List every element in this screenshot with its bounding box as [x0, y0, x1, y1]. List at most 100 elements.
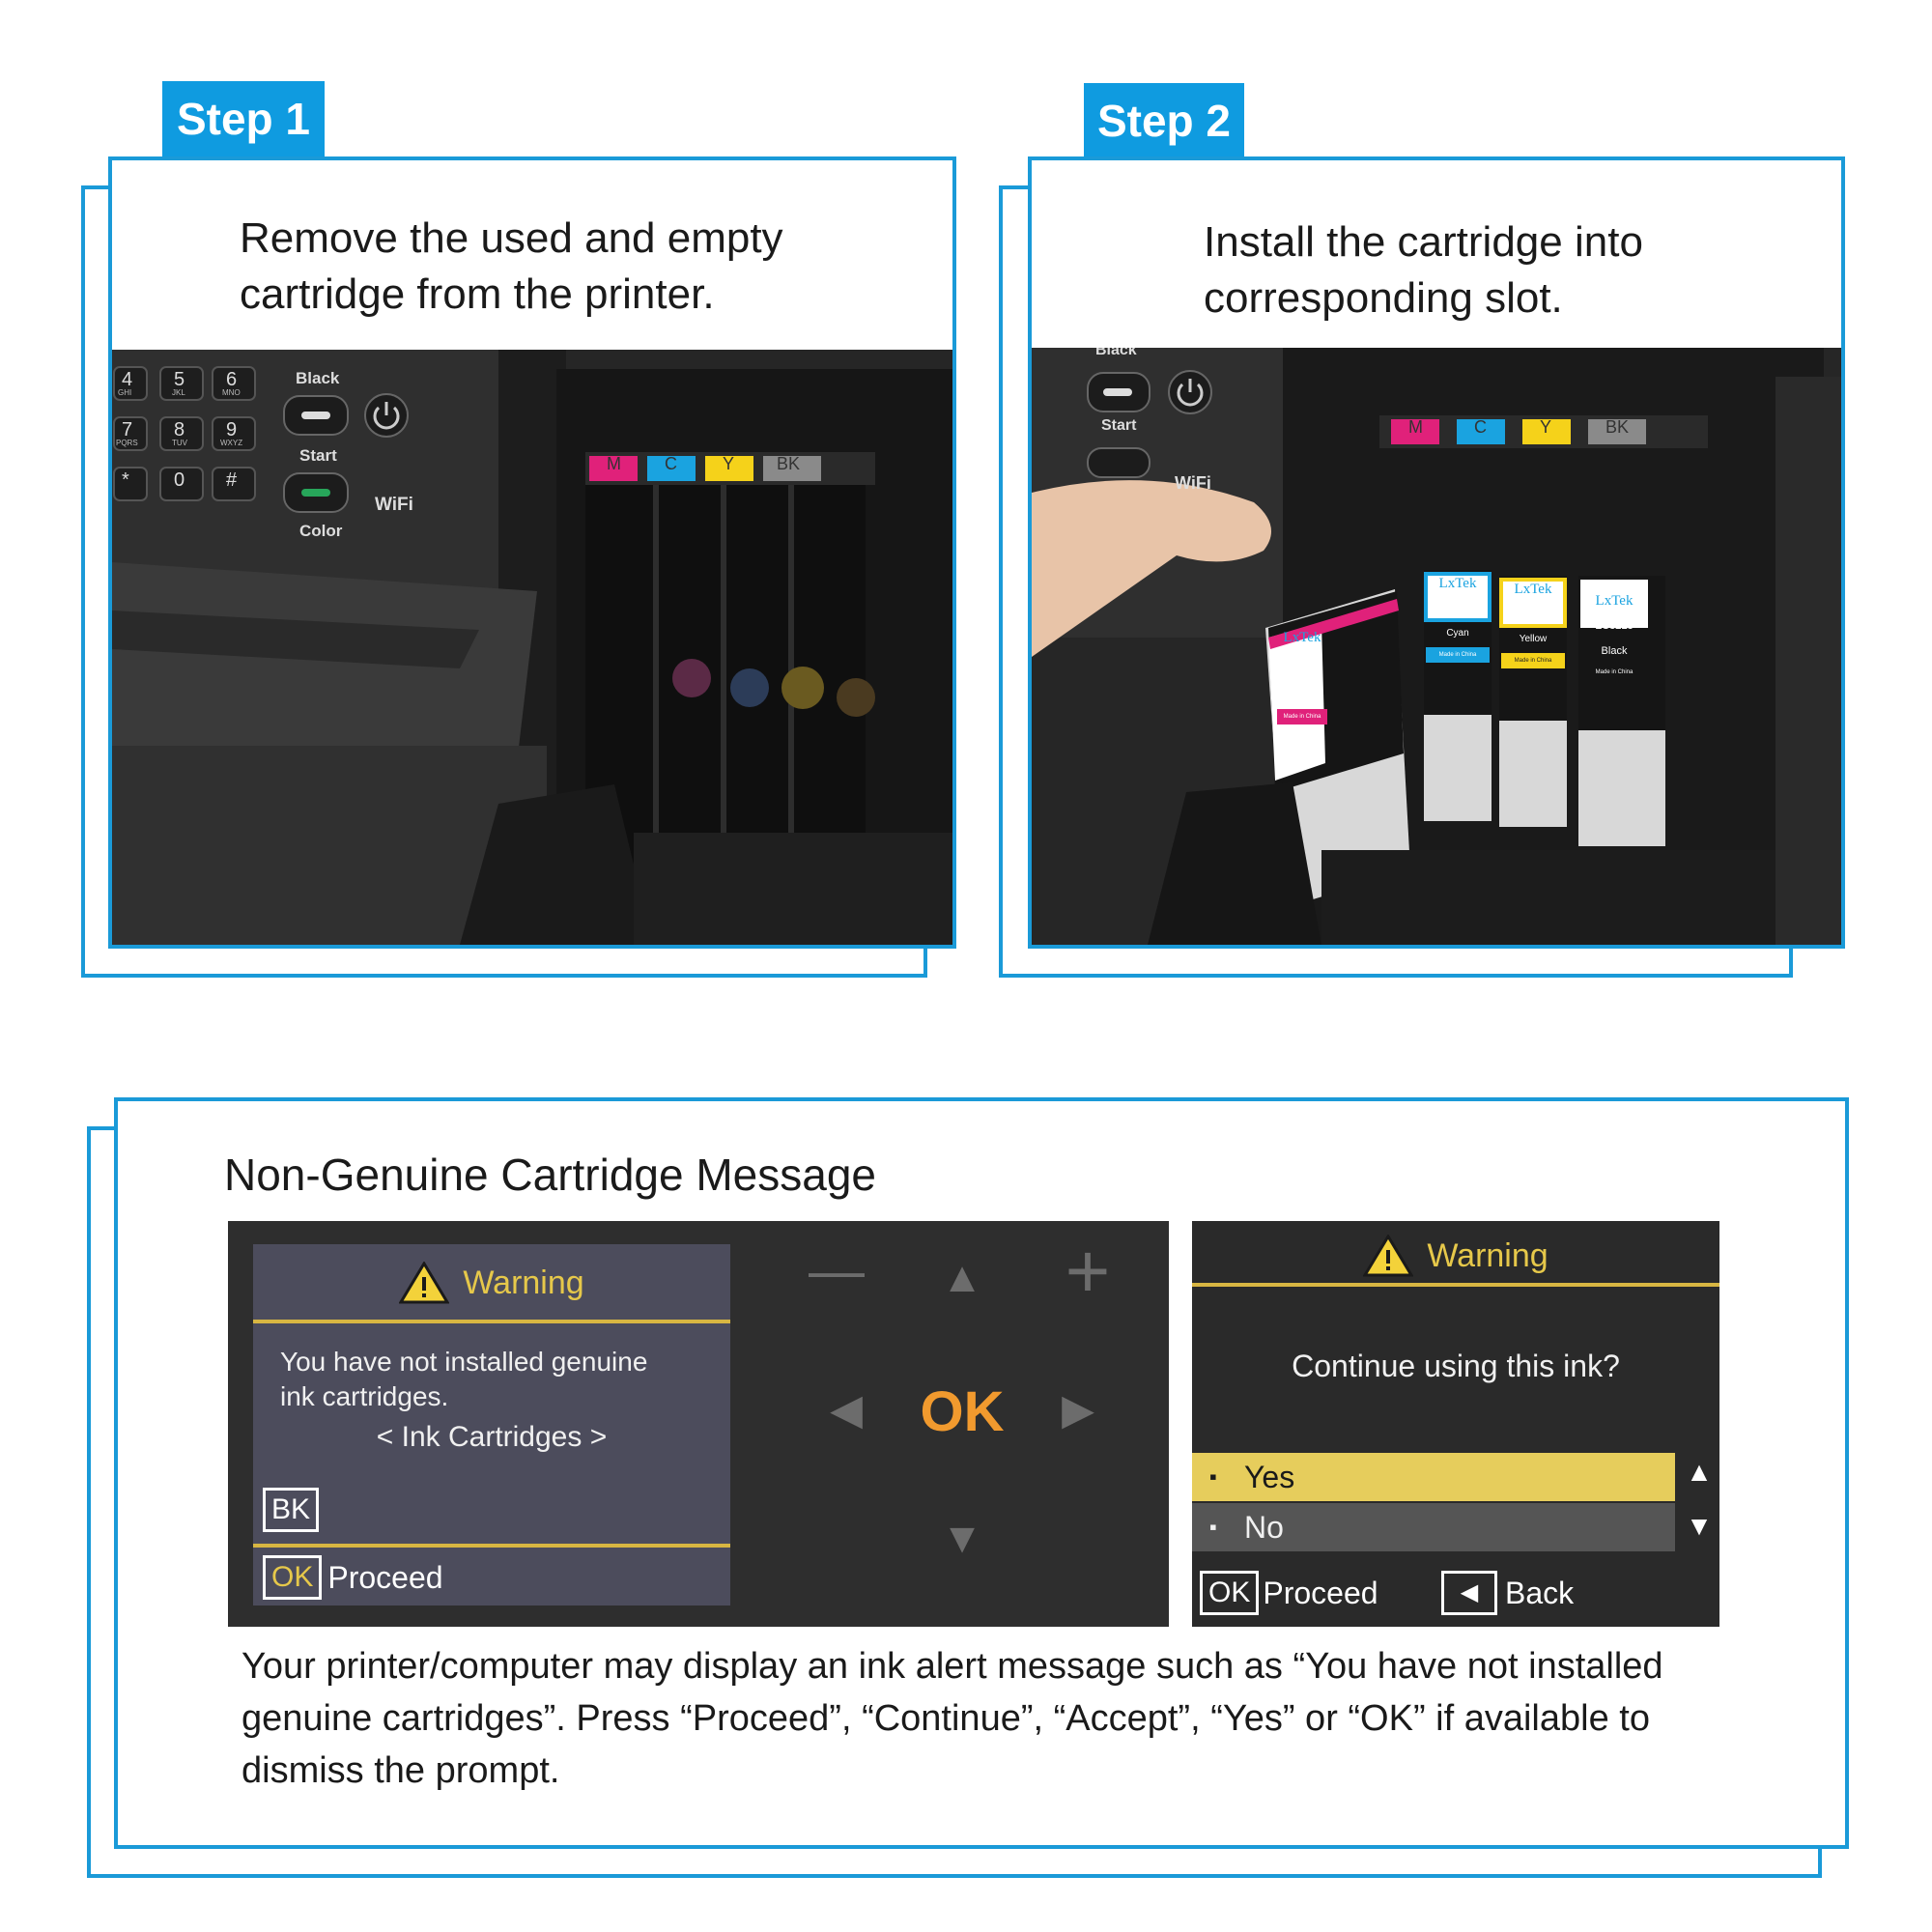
key-6-sub: MNO	[222, 388, 241, 397]
bk-box: BK	[263, 1488, 320, 1532]
step1-start-label: Start	[299, 446, 337, 465]
key-7-sub: PQRS	[116, 439, 138, 447]
caption-line2: genuine cartridges”. Press “Proceed”, “C…	[242, 1698, 1650, 1739]
cartridge-yellow-label: LxTek LC3213 Yellow Made in China	[1501, 582, 1565, 668]
left-arrow-button[interactable]: ◀	[830, 1386, 863, 1434]
left-lcd: Warning You have not installed genuine i…	[253, 1244, 730, 1605]
step1-instruction: Remove the used and empty cartridge from…	[240, 211, 935, 323]
option-yes[interactable]: ▪ Yes	[1192, 1453, 1675, 1501]
right-header-divider	[1192, 1283, 1719, 1287]
cartridge-magenta-label: LxTek LC3213 Magenta Made in China	[1277, 630, 1327, 724]
step1-black-label: Black	[296, 369, 340, 387]
cartridge-cyan-label: LxTek LC3213 Cyan Made in China	[1426, 576, 1490, 663]
step2-line1: Install the cartridge into	[1204, 218, 1643, 266]
cartridge-cyan-origin: Made in China	[1426, 647, 1490, 663]
continue-question: Continue using this ink?	[1292, 1349, 1620, 1383]
left-header-divider	[253, 1320, 730, 1323]
cartridge-black-color: Black	[1601, 645, 1628, 657]
step2-start-label: Start	[1101, 417, 1137, 434]
option-no-label: No	[1244, 1510, 1284, 1545]
step2-line2: corresponding slot.	[1204, 274, 1563, 322]
cartridge-black-model: LC3213	[1595, 620, 1634, 632]
right-warning-text: Warning	[1427, 1237, 1548, 1274]
left-proceed-row[interactable]: OK Proceed	[263, 1555, 443, 1600]
key-7: 7	[122, 419, 133, 440]
back-arrow-icon: ◀	[1441, 1571, 1497, 1615]
cartridge-magenta-color: Magenta	[1283, 684, 1321, 695]
cartridge-magenta-origin: Made in China	[1277, 709, 1327, 724]
step2-black-label: Black	[1095, 348, 1137, 358]
ink-cartridges-label: < Ink Cartridges >	[376, 1421, 608, 1453]
cartridge-yellow-color: Yellow	[1519, 634, 1548, 644]
cartridge-magenta-model: LC3213	[1285, 659, 1320, 669]
step2-photo: Black Start WiFi M C Y BK LxTek LC3213 M…	[1032, 348, 1841, 945]
step1-line1: Remove the used and empty	[240, 214, 783, 262]
cartridge-cyan-model: LC3213	[1440, 603, 1475, 613]
back-row[interactable]: ◀ Back	[1441, 1571, 1574, 1615]
key-4-sub: GHI	[118, 388, 132, 397]
cartridge-black-origin: Made in China	[1595, 669, 1634, 675]
ok-button[interactable]: OK	[920, 1380, 1005, 1443]
left-proceed-label: Proceed	[327, 1559, 443, 1595]
right-arrow-button[interactable]: ▶	[1062, 1386, 1094, 1434]
step1-slot-c: C	[665, 454, 677, 473]
cartridge-yellow-brand: LxTek	[1514, 582, 1552, 597]
right-proceed-row[interactable]: OK Proceed	[1200, 1571, 1378, 1615]
caption-line3: dismiss the prompt.	[242, 1750, 560, 1791]
cartridge-cyan-brand: LxTek	[1438, 576, 1477, 591]
right-ok-box: OK	[1200, 1571, 1260, 1615]
step2-instruction: Install the cartridge into corresponding…	[1204, 214, 1822, 327]
left-message-line2: ink cartridges.	[280, 1381, 449, 1411]
cartridge-black-label: LxTek LC3213 Black Made in China	[1580, 593, 1648, 680]
left-warning-header: Warning	[253, 1254, 730, 1312]
down-arrow-button[interactable]: ▼	[941, 1515, 983, 1562]
option-yes-bullet: ▪	[1209, 1464, 1217, 1489]
warning-icon	[398, 1261, 450, 1304]
step1-tab: Step 1	[162, 81, 325, 156]
step1-keypad: 4 5 6 7 8 9 * 0 # GHI JKL MNO PQRS TUV W…	[112, 350, 267, 514]
up-arrow-button[interactable]: ▲	[941, 1254, 983, 1301]
step2-slot-m: M	[1408, 417, 1423, 437]
printer-panel: Warning You have not installed genuine i…	[228, 1221, 1169, 1627]
option-no[interactable]: ▪ No	[1192, 1503, 1675, 1551]
warning-icon	[1362, 1234, 1414, 1277]
ok-box: OK	[263, 1555, 323, 1600]
back-label: Back	[1505, 1575, 1575, 1610]
cartridge-yellow-model: LC3213	[1516, 609, 1550, 619]
cartridge-cyan-color: Cyan	[1446, 628, 1469, 639]
cartridge-magenta-brand: LxTek	[1283, 630, 1321, 645]
step2-slot-c: C	[1474, 417, 1487, 437]
step2-wifi-label: WiFi	[1175, 473, 1211, 493]
option-no-bullet: ▪	[1209, 1515, 1217, 1539]
step2-slot-bk: BK	[1605, 417, 1630, 437]
step1-photo: 4 5 6 7 8 9 * 0 # GHI JKL MNO PQRS TUV W…	[112, 350, 952, 945]
right-proceed-label: Proceed	[1263, 1575, 1378, 1610]
cartridge-black-brand: LxTek	[1595, 593, 1634, 609]
key-9: 9	[226, 419, 238, 440]
minus-button[interactable]: —	[809, 1239, 865, 1302]
key-6: 6	[226, 369, 238, 390]
scroll-down-icon[interactable]: ▼	[1686, 1511, 1713, 1541]
key-8: 8	[174, 419, 185, 440]
step1-wifi-label: WiFi	[375, 495, 413, 515]
message-title: Non-Genuine Cartridge Message	[224, 1150, 877, 1200]
key-5-sub: JKL	[172, 388, 185, 397]
step1-slot-bk: BK	[777, 454, 801, 473]
left-message: You have not installed genuine ink cartr…	[280, 1345, 715, 1414]
key-0: 0	[174, 469, 185, 491]
keypad: — ▲ + ◀ OK ▶ ▼	[769, 1221, 1155, 1627]
step2-slot-y: Y	[1540, 417, 1552, 437]
caption-line1: Your printer/computer may display an ink…	[242, 1646, 1663, 1687]
cartridge-yellow-origin: Made in China	[1501, 653, 1565, 668]
step1-slot-m: M	[607, 454, 621, 473]
step2-tab: Step 2	[1084, 83, 1244, 156]
key-8-sub: TUV	[172, 439, 187, 447]
left-warning-text: Warning	[463, 1264, 584, 1301]
step1-line2: cartridge from the printer.	[240, 270, 715, 318]
key-4: 4	[122, 369, 133, 390]
key-9-sub: WXYZ	[220, 439, 243, 447]
scroll-up-icon[interactable]: ▲	[1686, 1457, 1713, 1487]
key-hash: #	[226, 469, 238, 491]
plus-button[interactable]: +	[1065, 1228, 1111, 1314]
option-yes-label: Yes	[1244, 1460, 1295, 1494]
